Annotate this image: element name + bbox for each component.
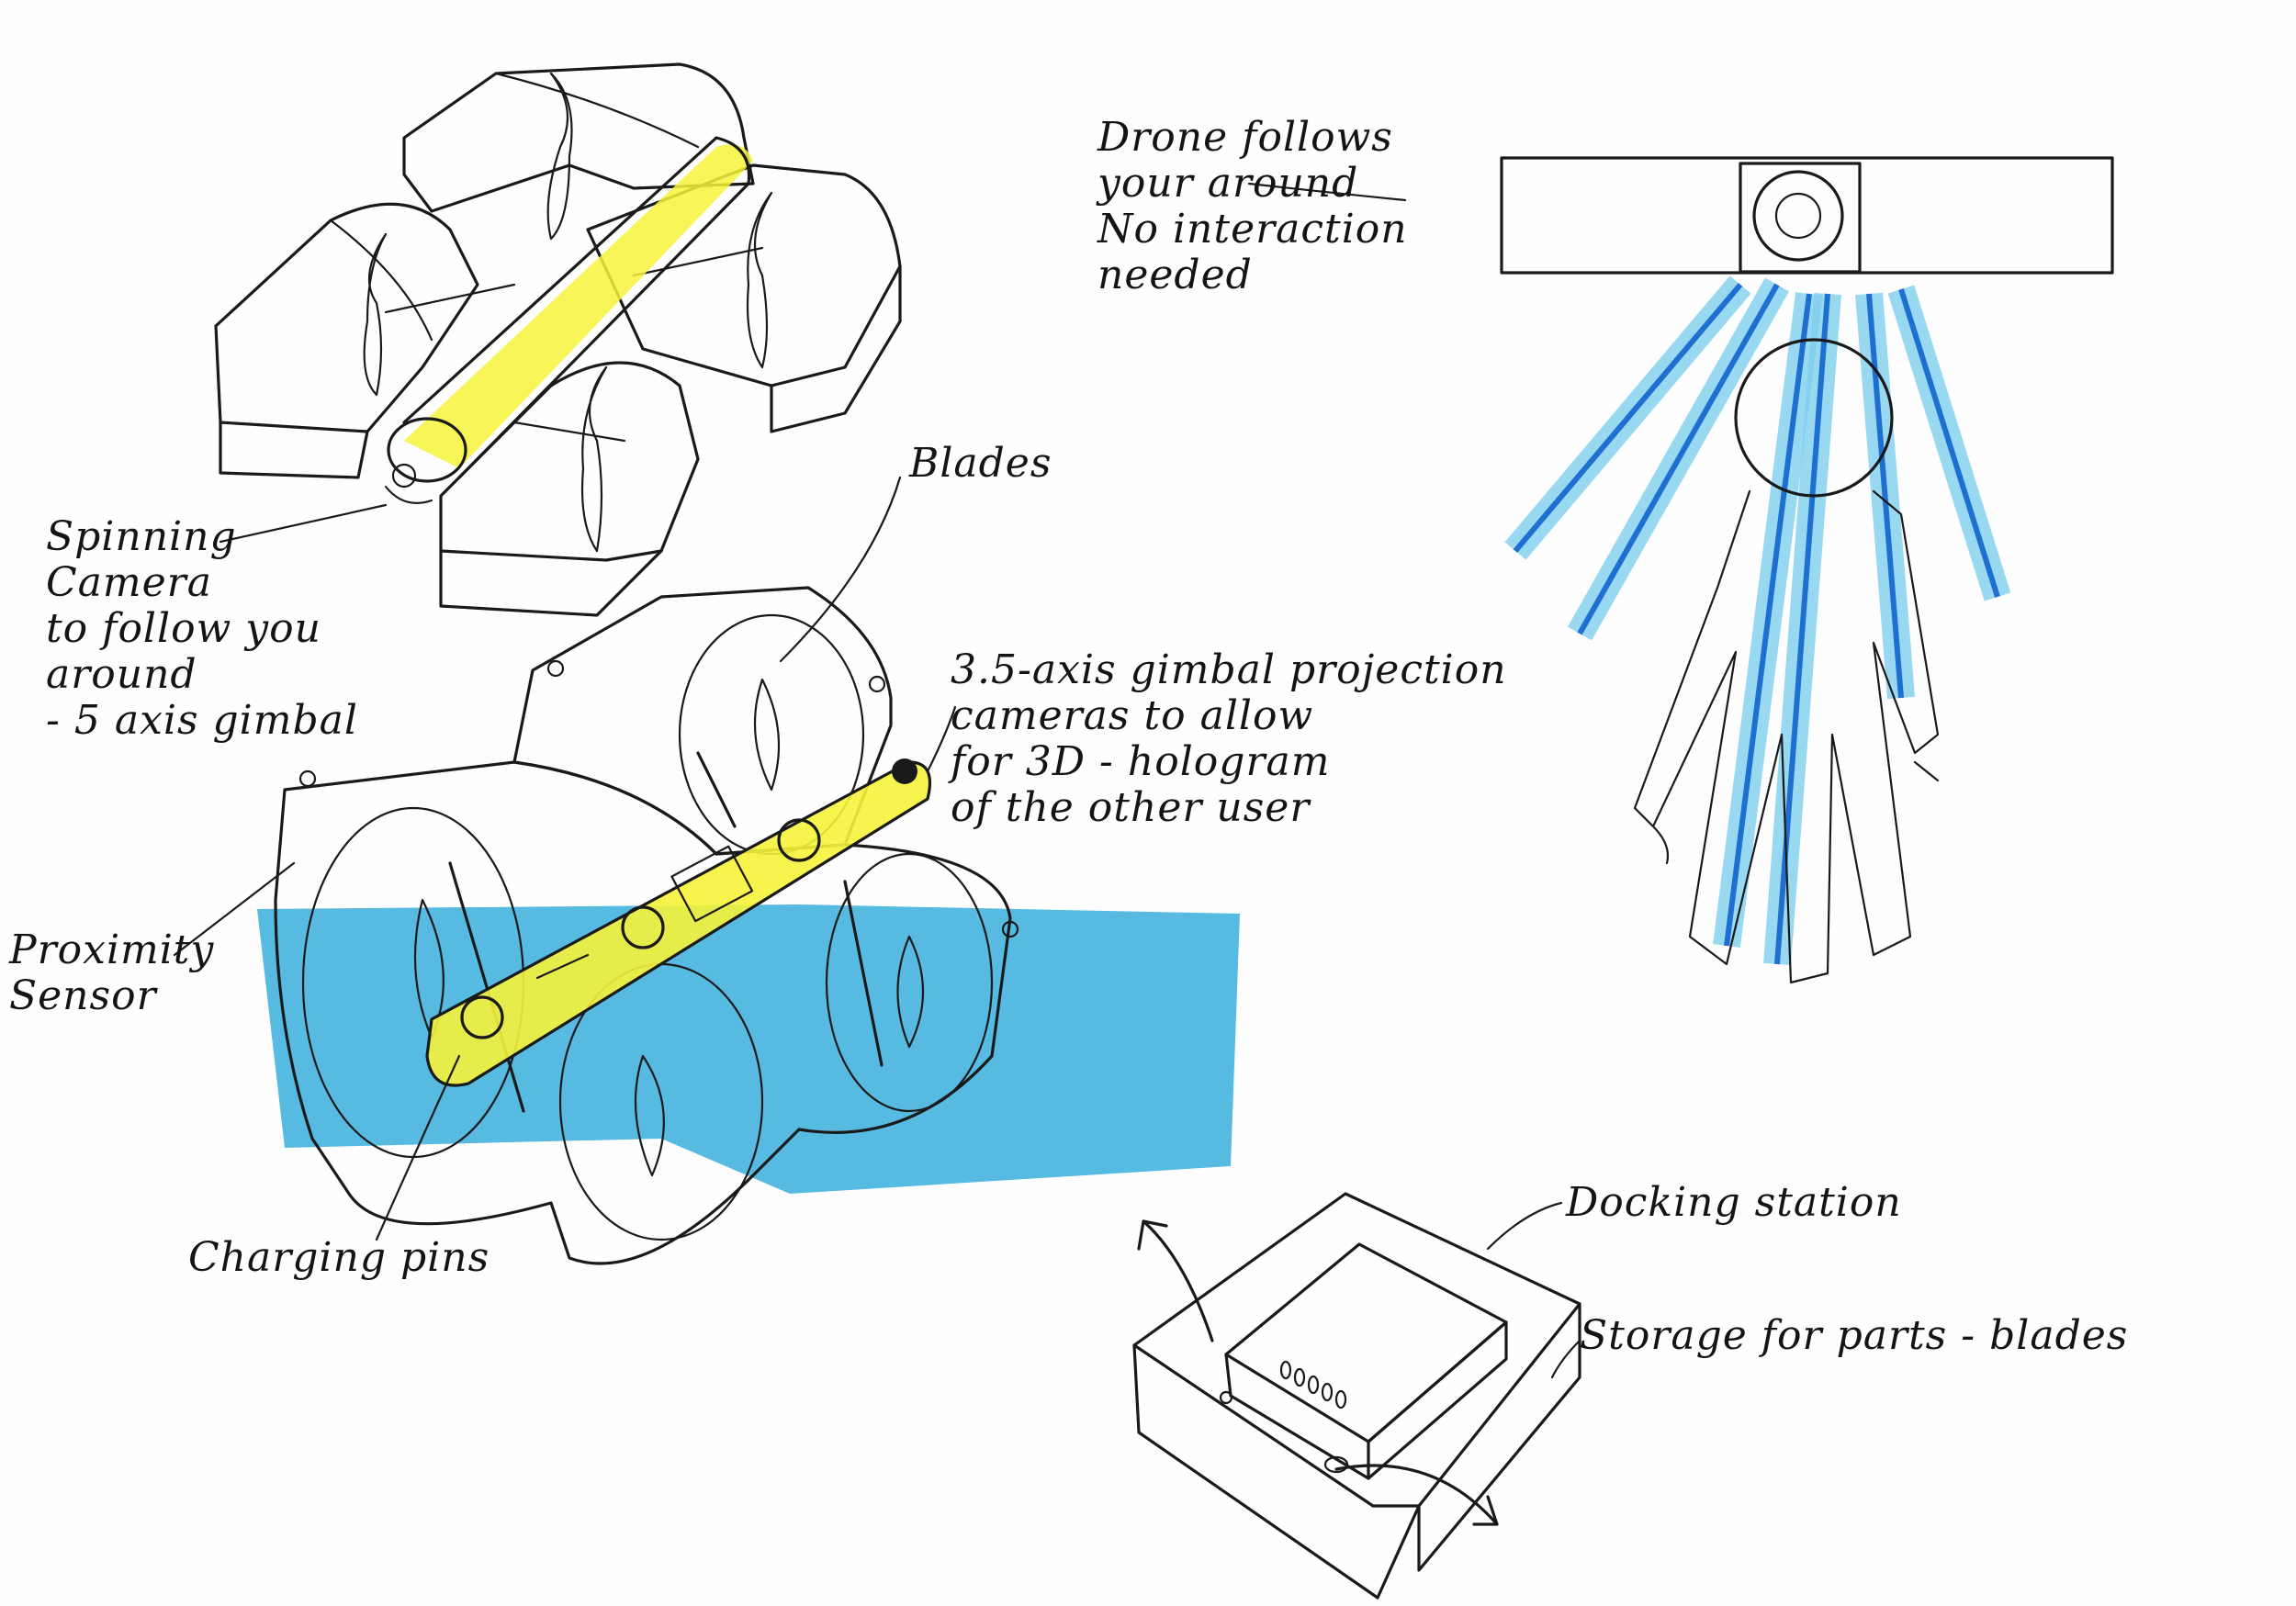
drone-follows-note: Drone follows your around No interaction… (1097, 114, 1408, 298)
top-drone-sketch (214, 62, 902, 617)
shadow-marker (257, 904, 1240, 1194)
blades-label: Blades (909, 440, 1052, 487)
bottom-drone-sketch (257, 586, 1240, 1265)
gimbal-projection-note: 3.5-axis gimbal projection cameras to al… (951, 646, 1507, 831)
hologram-figure (1633, 338, 1940, 984)
leader-lines (173, 182, 1581, 1379)
proximity-sensor-label: Proximity Sensor (9, 927, 215, 1019)
camera-body-highlight (404, 144, 753, 468)
ceiling-drone-bar (1500, 156, 2114, 275)
docking-station-label: Docking station (1566, 1179, 1902, 1226)
dock-charging-pins (1279, 1360, 1347, 1409)
charging-pins-label: Charging pins (188, 1234, 490, 1281)
camera-bar-highlight (427, 762, 930, 1085)
spinning-camera-note: Spinning Camera to follow you around - 5… (46, 513, 358, 744)
projection-scene (1500, 156, 2114, 984)
projection-beams (1504, 275, 2011, 966)
storage-label: Storage for parts - blades (1580, 1312, 2129, 1359)
docking-station-sketch (1132, 1192, 1581, 1600)
